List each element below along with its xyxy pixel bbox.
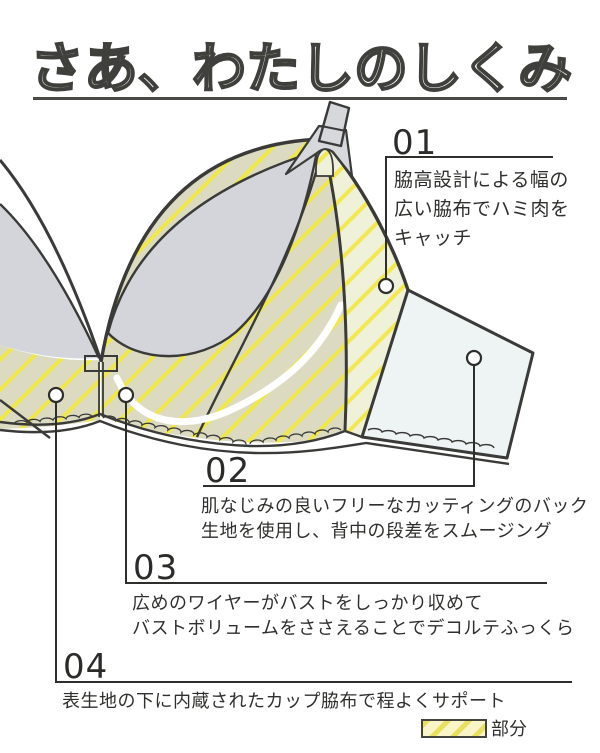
cup-right-neckline-inner (106, 149, 318, 334)
callout-text-line: バストボリュームをささえることでデコルテふっくら (132, 618, 575, 639)
callout-number-01: 01 (392, 123, 438, 163)
callout-number-04: 04 (63, 647, 109, 687)
cup-left-upper-gray (0, 204, 99, 359)
back-wing (360, 288, 535, 460)
strap-break-line (320, 125, 347, 132)
band-top-line (0, 412, 363, 448)
center-gore-seam (98, 362, 104, 417)
band-lace-scallops-right (249, 427, 342, 445)
title-underline (33, 97, 567, 100)
underwire-highlight (113, 301, 345, 426)
cup-right-upper-gray (108, 151, 317, 357)
center-gore-rect (84, 355, 118, 372)
leader-line-01 (385, 156, 553, 279)
band-lace-scallops-left (13, 413, 93, 425)
legend-label: 部分 (491, 719, 527, 740)
leader-dot-03 (117, 386, 135, 404)
leader-dot-01 (377, 277, 395, 295)
cup-apex-tip-hatch (315, 148, 334, 177)
callout-text-line: 脇高設計による幅の (394, 169, 569, 191)
page-title: さあ、わたしのしくみ (29, 36, 573, 101)
band-lace-scallops-mid (102, 415, 247, 445)
callout-text-line: 広い脇布でハミ肉を (394, 198, 570, 220)
leader-line-02 (203, 365, 475, 487)
callout-text-line: キャッチ (394, 227, 473, 249)
callout-text-01: 脇高設計による幅の 広い脇布でハミ肉を キャッチ (394, 166, 570, 253)
leader-line-04 (55, 402, 572, 683)
side-panel-hatch (322, 139, 408, 437)
cup-right-neckline-outer (99, 137, 323, 363)
cup-left-neckline-outer (0, 159, 103, 362)
callout-text-line: 表生地の下に内蔵されたカップ脇布で程よくサポート (62, 691, 506, 712)
callout-text-04: 表生地の下に内蔵されたカップ脇布で程よくサポート (62, 689, 506, 714)
callout-text-line: 広めのワイヤーがバストをしっかり収めて (132, 593, 483, 614)
callout-number-02: 02 (205, 451, 251, 491)
band-bottom-line (0, 419, 510, 466)
leader-line-03 (125, 402, 547, 584)
callout-text-02: 肌なじみの良いフリーなカッティングのバック 生地を使用し、背中の段差をスムージン… (201, 494, 588, 544)
cup-left-lower-hatch (0, 345, 100, 429)
callout-text-line: 生地を使用し、背中の段差をスムージング (201, 521, 553, 542)
leader-dot-02 (465, 349, 483, 367)
callout-text-03: 広めのワイヤーがバストをしっかり収めて バストボリュームをささえることでデコルテ… (132, 591, 574, 641)
cup-left-neckline-inner (0, 203, 101, 359)
cup-right-vertical-seam (195, 157, 322, 438)
shoulder-strap (317, 100, 351, 148)
leader-dot-04 (47, 386, 65, 404)
callout-number-03: 03 (133, 548, 179, 588)
yellow-hatch-swatch (421, 719, 487, 738)
callout-text-line: 肌なじみの良いフリーなカッティングのバック (201, 496, 589, 517)
